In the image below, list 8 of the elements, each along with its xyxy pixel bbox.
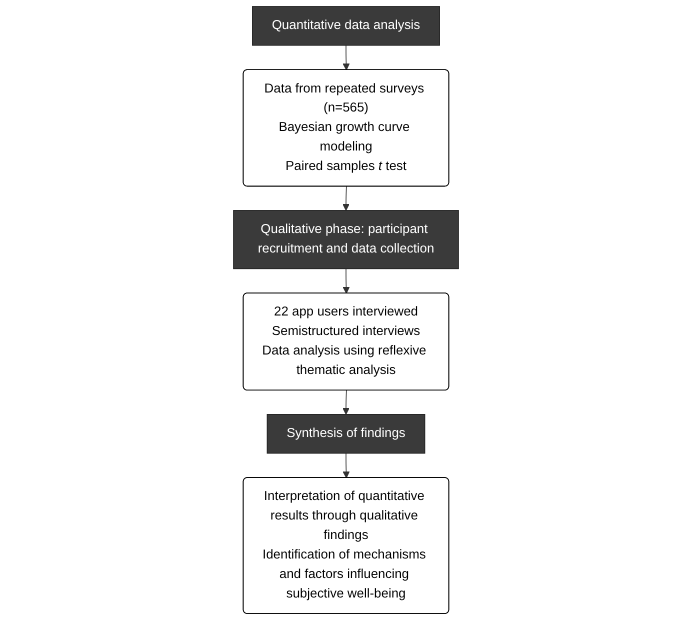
arrow (342, 390, 350, 415)
node-box: Synthesis of findings (266, 414, 426, 454)
arrow (342, 268, 350, 294)
arrow (342, 186, 350, 211)
arrow (342, 452, 350, 478)
node-box: Quantitative data analysis (252, 6, 440, 46)
arrow (342, 44, 350, 70)
node-box: Qualitative phase: participant recruitment and data collection (233, 210, 459, 270)
